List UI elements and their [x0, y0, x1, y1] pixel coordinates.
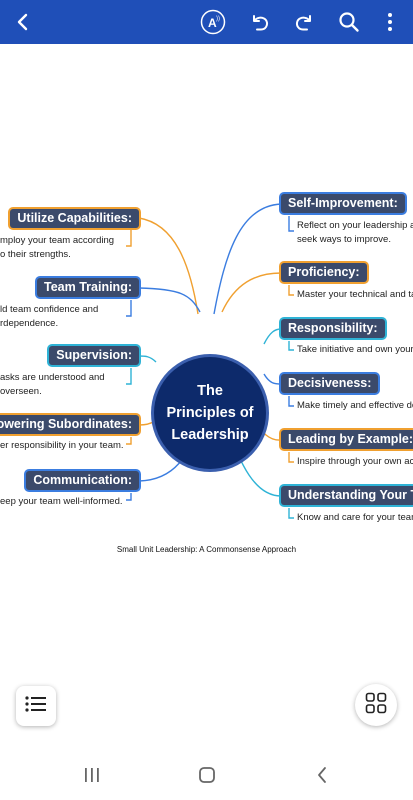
top-toolbar: A))	[0, 0, 413, 44]
grid-icon	[365, 692, 387, 719]
node-self-improvement: Self-Improvement:	[281, 194, 405, 213]
list-icon	[25, 695, 47, 718]
document-canvas[interactable]: Utilize Capabilities: mploy your team ac…	[0, 44, 413, 730]
redo-icon[interactable]	[289, 0, 319, 44]
back-icon[interactable]	[302, 760, 342, 790]
node-empowering-subordinates: mpowering Subordinates:	[0, 415, 139, 434]
back-arrow-icon[interactable]	[6, 0, 40, 44]
node-supervision: Supervision:	[49, 346, 139, 365]
grid-view-button[interactable]	[355, 684, 397, 726]
desc-responsibility: Take initiative and own your	[297, 344, 413, 355]
home-icon[interactable]	[187, 760, 227, 790]
svg-text:)): ))	[216, 16, 220, 22]
desc-empowering-subordinates: er responsibility in your team.	[0, 440, 124, 451]
node-decisiveness: Decisiveness:	[281, 374, 379, 393]
node-leading-by-example: Leading by Example:	[281, 430, 413, 449]
outline-button[interactable]	[16, 686, 56, 726]
recent-apps-icon[interactable]	[72, 760, 112, 790]
node-utilize-capabilities: Utilize Capabilities:	[10, 209, 139, 228]
desc-leading-by-example: Inspire through your own act	[297, 456, 413, 467]
node-understanding-your-team: Understanding Your Tea	[281, 486, 413, 505]
node-team-training: Team Training:	[37, 278, 139, 297]
desc-communication: eep your team well-informed.	[0, 496, 123, 507]
node-proficiency: Proficiency:	[281, 263, 367, 282]
mindmap-connectors	[126, 203, 294, 519]
node-communication: Communication:	[26, 471, 139, 490]
node-responsibility: Responsibility:	[281, 319, 385, 338]
more-vertical-icon[interactable]	[378, 0, 402, 44]
desc-decisiveness: Make timely and effective de	[297, 400, 413, 411]
search-icon[interactable]	[334, 0, 364, 44]
undo-icon[interactable]	[245, 0, 275, 44]
system-navigation-bar	[0, 750, 413, 800]
desc-understanding-your-team: Know and care for your team	[297, 512, 413, 523]
svg-text:A: A	[208, 16, 217, 30]
text-to-speech-icon[interactable]: A))	[198, 0, 228, 44]
document-caption: Small Unit Leadership: A Commonsense App…	[116, 545, 297, 554]
desc-proficiency: Master your technical and ta	[297, 289, 413, 300]
